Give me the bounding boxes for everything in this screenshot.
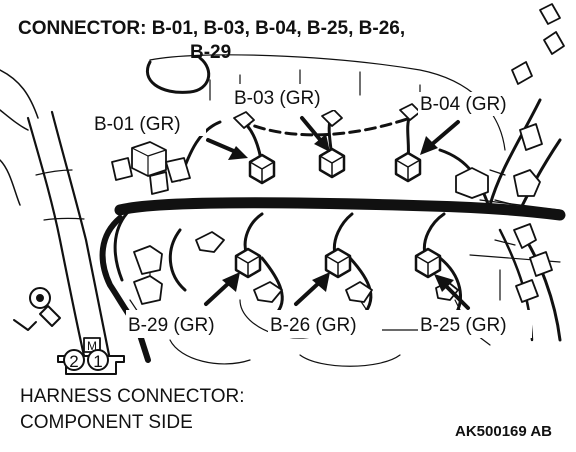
- coil-connector-b26: [324, 247, 352, 279]
- footer-line-2: COMPONENT SIDE: [20, 412, 193, 433]
- label-b25: B-25 (GR): [420, 315, 507, 336]
- arrow-b25: [434, 274, 470, 310]
- misc-connector-blocks: [111, 3, 565, 305]
- connector-pin-2: 2: [69, 352, 78, 371]
- arrow-b04: [420, 120, 460, 155]
- left-hose: [0, 69, 112, 362]
- coil-connector-b25: [414, 247, 442, 279]
- header-line-1: CONNECTOR: B-01, B-03, B-04, B-25, B-26,: [18, 18, 405, 39]
- figure-code: AK500169 AB: [455, 423, 552, 440]
- connector-pin-1: 1: [93, 352, 102, 371]
- connector-tag: M: [87, 339, 97, 353]
- ground-terminal: [13, 287, 61, 331]
- footer-line-1: HARNESS CONNECTOR:: [20, 386, 245, 407]
- label-b04: B-04 (GR): [420, 94, 507, 115]
- coil-connectors: [234, 147, 442, 279]
- header-line-2: B-29: [190, 42, 231, 63]
- coil-connector-b04: [394, 151, 422, 183]
- label-b29: B-29 (GR): [128, 315, 215, 336]
- coil-connector-b01: [248, 153, 276, 185]
- callout-arrows: [204, 116, 470, 310]
- arrow-b29: [204, 272, 240, 306]
- arrow-b01: [206, 138, 248, 160]
- arrow-b03: [300, 116, 330, 152]
- arrow-b26: [294, 272, 330, 306]
- connector-pin-symbol: [57, 337, 125, 375]
- label-b01: B-01 (GR): [94, 114, 181, 135]
- coil-connector-b29: [234, 247, 262, 279]
- label-b26: B-26 (GR): [270, 315, 357, 336]
- label-backgrounds: [16, 6, 556, 440]
- label-b03: B-03 (GR): [234, 88, 321, 109]
- coil-connector-b03: [318, 147, 346, 179]
